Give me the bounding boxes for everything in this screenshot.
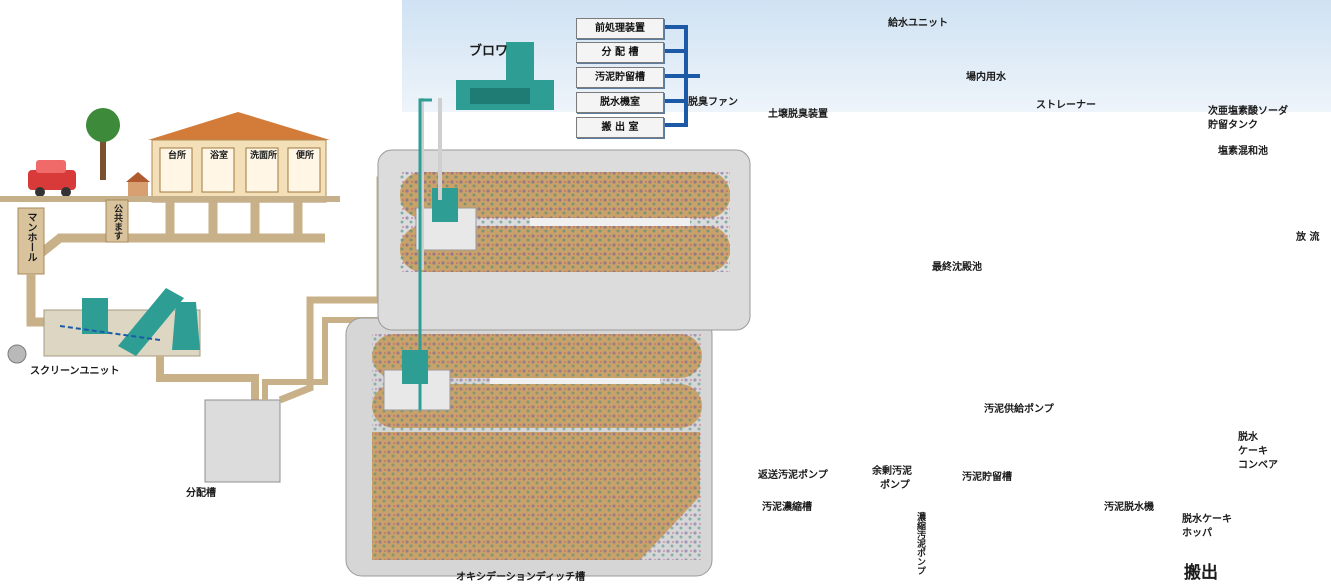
screen-unit — [43, 288, 201, 357]
cake-hopper-label-2: ホッパ — [1182, 528, 1212, 539]
final-settling-tank-label: 最終沈殿池 — [932, 262, 982, 273]
sludge-storage-tank-label: 汚泥貯留槽 — [962, 472, 1012, 483]
odor-source-list — [662, 25, 700, 127]
strainer-label: ストレーナー — [1036, 100, 1096, 111]
room-kitchen: 台所 — [168, 151, 187, 161]
distribution-tank-label: 分配槽 — [186, 488, 216, 499]
in-plant-water-label: 場内用水 — [966, 72, 1006, 83]
hypochlorite-tank-label-2: 貯留タンク — [1208, 120, 1258, 131]
car-icon — [28, 160, 76, 197]
excess-sludge-pump-label-2: ポンプ — [880, 480, 910, 491]
tree-icon — [86, 108, 120, 180]
excess-sludge-pump-label-1: 余剰汚泥 — [872, 466, 912, 477]
soil-deodorizer-label: 土壌脱臭装置 — [768, 109, 828, 120]
sewer-pipes — [27, 202, 325, 266]
sludge-dewaterer-label: 汚泥脱水機 — [1104, 502, 1154, 513]
cake-conveyor-label-3: コンベア — [1238, 460, 1278, 471]
thickened-sludge-pump-label: 濃縮汚泥ポンプ — [915, 512, 925, 575]
odor-source-1: 前処理装置 — [576, 18, 664, 39]
carry-out-label: 搬出 — [1184, 563, 1218, 583]
chlorine-contact-tank-label: 塩素混和池 — [1218, 146, 1268, 157]
cake-conveyor-label-1: 脱水 — [1238, 432, 1258, 443]
cake-hopper-label-1: 脱水ケーキ — [1182, 514, 1232, 525]
screen-unit-label: スクリーンユニット — [30, 366, 120, 377]
sludge-supply-pump-label: 汚泥供給ポンプ — [984, 404, 1054, 415]
odor-source-2: 分 配 槽 — [576, 42, 664, 63]
sludge-thickening-tank-label: 汚泥濃縮槽 — [762, 502, 812, 513]
sky-background — [402, 0, 1331, 112]
room-toilet: 便所 — [296, 151, 315, 161]
oxidation-ditch-label: オキシデーションディッチ槽 — [456, 572, 586, 583]
water-supply-unit-label: 給水ユニット — [888, 18, 948, 29]
inspection-box-label: 公共ます — [112, 204, 122, 240]
manhole — [17, 207, 45, 275]
odor-source-3: 汚泥貯留槽 — [576, 67, 664, 88]
blower-icon — [456, 42, 554, 110]
deodor-fan-label: 脱臭ファン — [688, 97, 738, 108]
odor-source-5: 搬 出 室 — [576, 117, 664, 138]
doghouse-icon — [126, 172, 150, 196]
hypochlorite-tank-label-1: 次亜塩素酸ソーダ — [1208, 106, 1288, 117]
cake-conveyor-label-2: ケーキ — [1238, 446, 1268, 457]
stone-icon — [7, 344, 27, 364]
manhole-label: マンホール — [25, 212, 36, 262]
distribution-tank — [204, 399, 281, 483]
house-icon — [148, 112, 330, 203]
odor-source-4: 脱水機室 — [576, 92, 664, 113]
discharge-label: 放 流 — [1296, 232, 1320, 243]
room-bath: 浴室 — [210, 151, 229, 161]
room-washroom: 洗面所 — [250, 151, 278, 161]
return-sludge-pump-label: 返送汚泥ポンプ — [758, 470, 828, 481]
inspection-box — [105, 199, 129, 243]
blower-label: ブロワ — [469, 44, 509, 59]
oxidation-ditch — [345, 149, 751, 577]
